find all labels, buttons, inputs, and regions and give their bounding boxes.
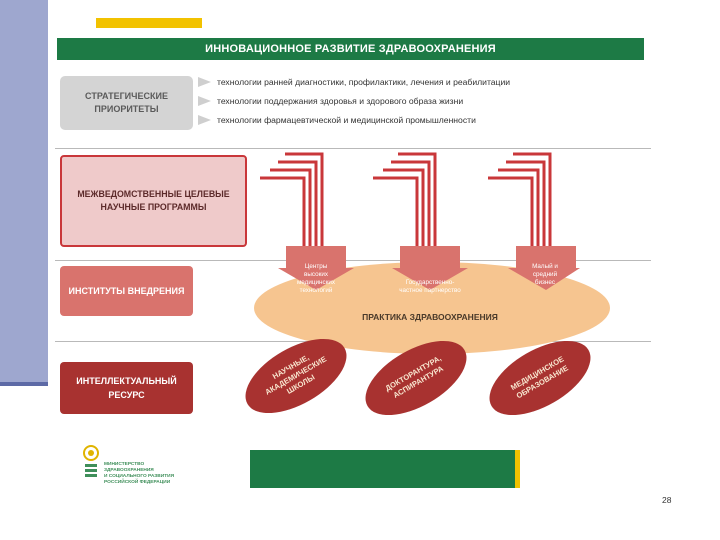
stream-text: медицинских — [296, 279, 336, 286]
stream-text: Государственно- — [405, 279, 455, 286]
side-decoration-bar-edge — [0, 382, 48, 386]
priority-item-text: технологии ранней диагностики, профилакт… — [217, 77, 511, 87]
leaf-academic-schools: НАУЧНЫЕ, АКАДЕМИЧЕСКИЕ ШКОЛЫ — [233, 323, 359, 429]
stream-text: средний — [532, 271, 558, 278]
programs-label-line2: НАУЧНЫЕ ПРОГРАММЫ — [100, 202, 207, 212]
target-programs-box: МЕЖВЕДОМСТВЕННЫЕ ЦЕЛЕВЫЕ НАУЧНЫЕ ПРОГРАМ… — [60, 155, 247, 247]
stream-label-business: Малый и средний бизнес — [515, 263, 575, 287]
logo-text-line: ЗДРАВООХРАНЕНИЯ — [104, 468, 154, 473]
logo-text-line: И СОЦИАЛЬНОГО РАЗВИТИЯ — [104, 474, 175, 479]
arrow-right-icon — [198, 115, 211, 125]
logo-text-line: МИНИСТЕРСТВО — [104, 462, 145, 467]
priority-item: технологии поддержания здоровья и здоров… — [198, 94, 463, 108]
footer-accent-edge — [515, 450, 520, 488]
arrow-right-icon — [198, 96, 211, 106]
intellect-label-line2: РЕСУРС — [108, 390, 145, 400]
footer-green-block — [250, 450, 520, 488]
arrow-group-2 — [373, 152, 468, 290]
page-number: 28 — [662, 495, 672, 505]
priority-item: технологии фармацевтической и медицинско… — [198, 113, 476, 127]
stream-text: Малый и — [532, 263, 558, 270]
ministry-logo-text: МИНИСТЕРСТВО ЗДРАВООХРАНЕНИЯ И СОЦИАЛЬНО… — [104, 462, 174, 486]
side-decoration-bar — [0, 0, 48, 385]
priority-item: технологии ранней диагностики, профилакт… — [198, 75, 510, 89]
arrow-group-1 — [260, 152, 354, 290]
practice-label: ПРАКТИКА ЗДРАВООХРАНЕНИЯ — [362, 312, 498, 322]
arrows-diagram — [260, 152, 580, 290]
top-accent-bar — [96, 18, 202, 28]
logo-text-line: РОССИЙСКОЙ ФЕДЕРАЦИИ — [104, 480, 171, 485]
arrow-right-icon — [198, 77, 211, 87]
ministry-logo-icon — [83, 445, 99, 477]
intellectual-resource-box: ИНТЕЛЛЕКТУАЛЬНЫЙ РЕСУРС — [60, 362, 193, 414]
stream-label-partnership: Государственно- частное партнерство — [390, 279, 470, 295]
separator-line — [55, 148, 651, 149]
stream-text: технологий — [299, 287, 333, 294]
programs-label-line1: МЕЖВЕДОМСТВЕННЫЕ ЦЕЛЕВЫЕ — [77, 189, 230, 199]
stream-text: высоких — [303, 271, 328, 278]
institutes-label: ИНСТИТУТЫ ВНЕДРЕНИЯ — [68, 286, 185, 296]
priority-item-text: технологии фармацевтической и медицинско… — [217, 115, 476, 125]
priorities-label-line1: СТРАТЕГИЧЕСКИЕ — [85, 91, 168, 101]
stream-text: Центры — [304, 263, 328, 270]
implementation-institutes-box: ИНСТИТУТЫ ВНЕДРЕНИЯ — [60, 266, 193, 316]
arrow-group-3 — [488, 152, 580, 290]
priorities-label-line2: ПРИОРИТЕТЫ — [94, 104, 159, 114]
slide-title: ИННОВАЦИОННОЕ РАЗВИТИЕ ЗДРАВООХРАНЕНИЯ — [57, 38, 644, 60]
stream-text: бизнес — [534, 279, 556, 286]
priority-item-text: технологии поддержания здоровья и здоров… — [217, 96, 464, 106]
strategic-priorities-box: СТРАТЕГИЧЕСКИЕ ПРИОРИТЕТЫ — [60, 76, 193, 130]
intellect-label-line1: ИНТЕЛЛЕКТУАЛЬНЫЙ — [76, 376, 177, 386]
separator-line — [55, 260, 651, 261]
stream-label-centers: Центры высоких медицинских технологий — [284, 263, 348, 295]
stream-text: частное партнерство — [399, 287, 461, 294]
